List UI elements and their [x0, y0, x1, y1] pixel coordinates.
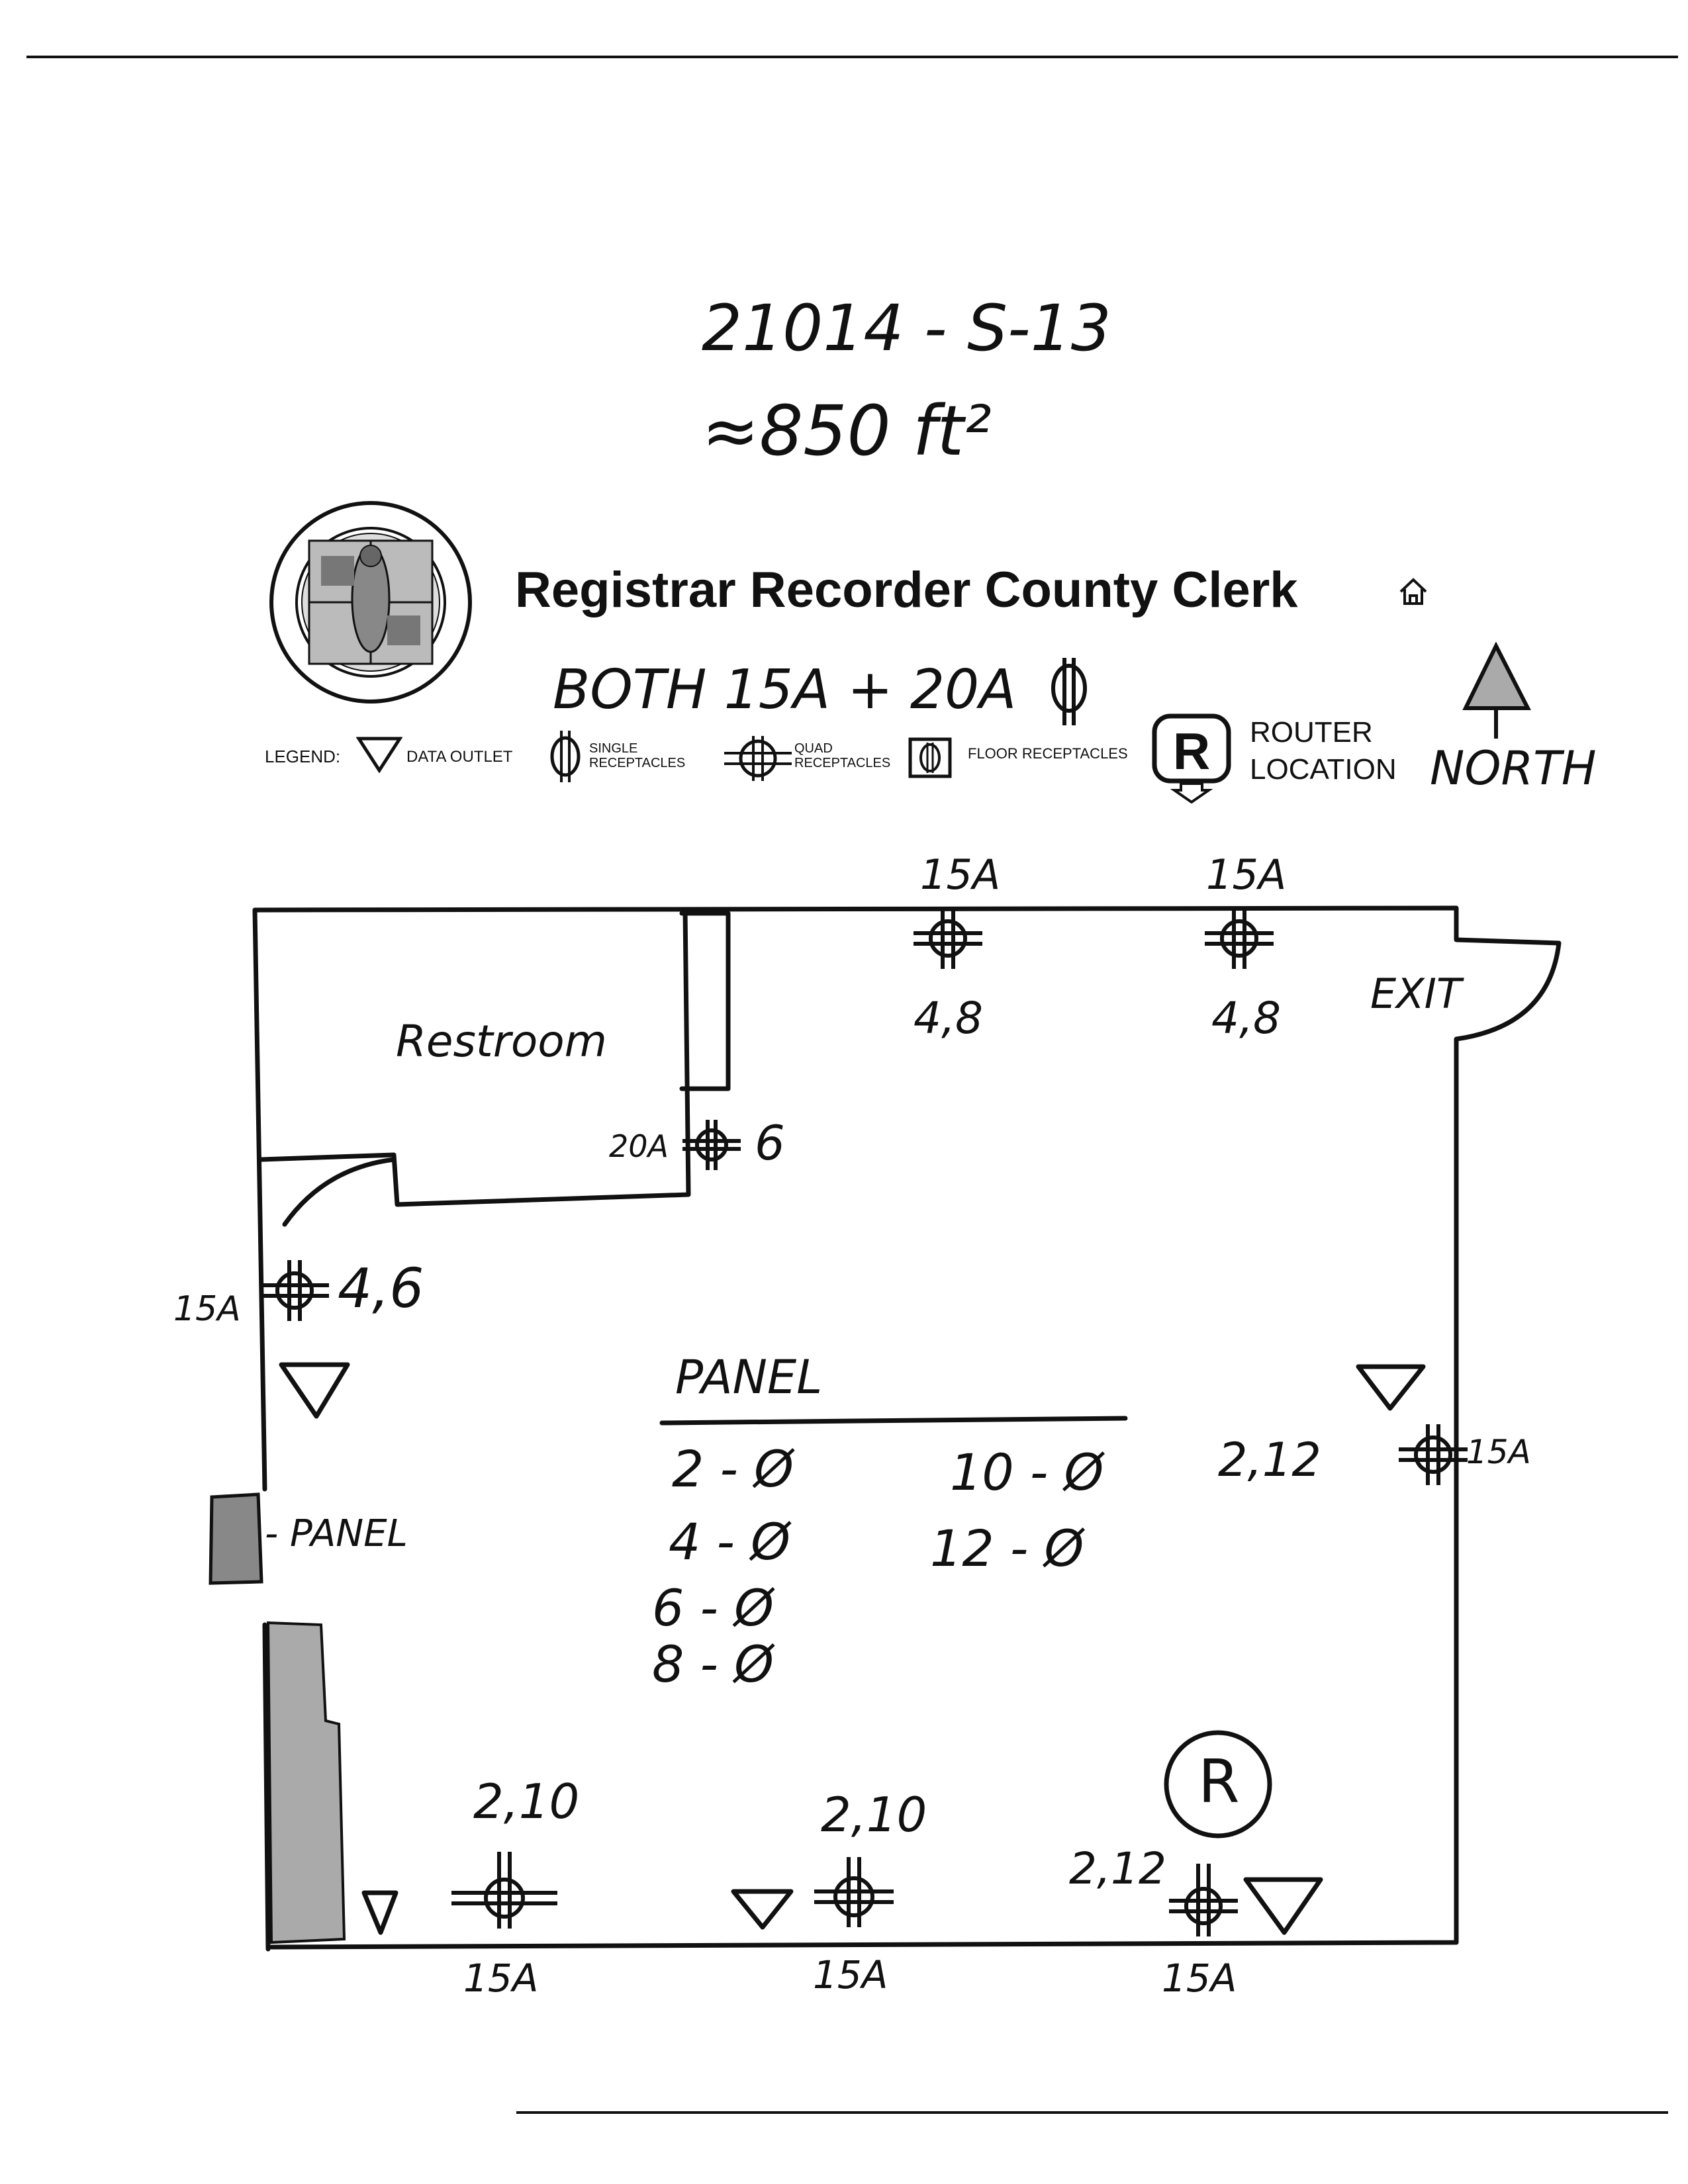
restroom-wall: [259, 907, 691, 1207]
receptacle-restroom: [682, 1120, 741, 1170]
panel-circuit-2: 2 - Ø: [672, 1439, 794, 1498]
county-seal-logo: [269, 501, 472, 704]
svg-text:R: R: [1173, 722, 1210, 780]
single-receptacle-legend-icon: [550, 731, 581, 782]
receptacle-right-amp: 15A: [1466, 1433, 1531, 1471]
legend-router-label-line2: LOCATION: [1250, 753, 1397, 786]
receptacle-top-right: [1205, 908, 1274, 969]
router-legend-icon: R: [1152, 713, 1231, 803]
receptacle-right: [1399, 1424, 1468, 1485]
data-outlet-bottom-mid: [731, 1889, 794, 1930]
receptacle-bottom-mid-circuit: 2,10: [821, 1787, 927, 1843]
receptacle-left: [260, 1260, 329, 1321]
receptacle-top-right-circuit: 4,8: [1211, 993, 1281, 1044]
receptacle-restroom-circuit: 6: [755, 1115, 785, 1171]
legend-quad-receptacle-label: QUAD RECEPTACLES: [794, 741, 891, 770]
side-panel: [209, 1492, 263, 1585]
panel-circuit-8: 8 - Ø: [652, 1635, 774, 1694]
receptacle-top-left: [914, 908, 982, 969]
page-title: Registrar Recorder County Clerk: [515, 562, 1298, 618]
receptacle-bottom-mid: [814, 1857, 894, 1927]
quad-receptacle-legend-icon: [724, 736, 792, 781]
data-outlet-left: [279, 1362, 350, 1419]
north-label: NORTH: [1430, 741, 1597, 796]
receptacle-left-amp: 15A: [173, 1289, 241, 1329]
side-panel-label: - PANEL: [265, 1512, 408, 1555]
data-outlet-bottom-right: [1243, 1877, 1323, 1935]
receptacle-top-left-circuit: 4,8: [914, 993, 983, 1044]
left-wall-lower: [262, 1622, 271, 1952]
receptacle-bottom-left-circuit: 2,10: [473, 1774, 580, 1829]
amperage-note-receptacle-icon: [1051, 658, 1087, 725]
panel-circuit-10: 10 - Ø: [950, 1443, 1104, 1502]
restroom-label: Restroom: [396, 1016, 607, 1067]
legend-data-outlet-label: DATA OUTLET: [406, 748, 513, 766]
area-note: ≈850 ft²: [702, 390, 992, 471]
receptacle-bottom-left: [451, 1852, 557, 1929]
bottom-border-line: [516, 2111, 1668, 2114]
data-outlet-legend-icon: [356, 737, 402, 773]
panel-circuit-12: 12 - Ø: [930, 1519, 1084, 1578]
receptacle-right-circuit: 2,12: [1218, 1433, 1321, 1487]
receptacle-left-circuit: 4,6: [338, 1257, 424, 1320]
receptacle-top-left-amp: 15A: [920, 850, 1001, 899]
legend-floor-receptacle-label: FLOOR RECEPTACLES: [968, 745, 1128, 762]
legend-label: LEGEND:: [265, 747, 341, 766]
receptacle-bottom-left-amp: 15A: [463, 1956, 539, 2001]
panel-schedule-underline: [659, 1416, 1128, 1426]
shaded-storage: [266, 1621, 346, 1944]
data-outlet-right: [1356, 1364, 1426, 1411]
router-location-label: R: [1198, 1747, 1240, 1817]
floor-receptacle-legend-icon: [908, 737, 952, 778]
legend-router-label-line1: ROUTER: [1250, 716, 1373, 749]
amperage-note: BOTH 15A + 20A: [553, 659, 1017, 721]
home-icon: [1399, 578, 1427, 605]
restroom-door-swing: [282, 1157, 397, 1227]
quad-receptacles: [260, 908, 1468, 1936]
job-number-note: 21014 - S-13: [702, 291, 1111, 365]
receptacle-bottom-right-circuit: 2,12: [1069, 1843, 1166, 1894]
exit-label: EXIT: [1370, 970, 1462, 1018]
router-location-circle: [1164, 1730, 1272, 1839]
column: [679, 911, 731, 1091]
receptacle-top-right-amp: 15A: [1206, 850, 1287, 899]
top-border-line: [26, 56, 1678, 58]
left-wall-upper: [252, 907, 267, 1492]
receptacle-bottom-right: [1169, 1864, 1238, 1936]
north-arrow-icon: [1462, 642, 1531, 739]
legend-single-receptacle-label: SINGLE RECEPTACLES: [589, 741, 686, 770]
panel-circuit-6: 6 - Ø: [652, 1578, 774, 1637]
data-outlet-bottom-left: [361, 1890, 399, 1935]
receptacle-bottom-right-amp: 15A: [1162, 1956, 1237, 2001]
receptacle-bottom-mid-amp: 15A: [813, 1952, 888, 1997]
outer-wall: [252, 905, 1562, 1950]
panel-circuit-4: 4 - Ø: [669, 1512, 790, 1571]
panel-schedule-title: PANEL: [675, 1350, 823, 1404]
receptacle-restroom-amp: 20A: [609, 1128, 669, 1164]
